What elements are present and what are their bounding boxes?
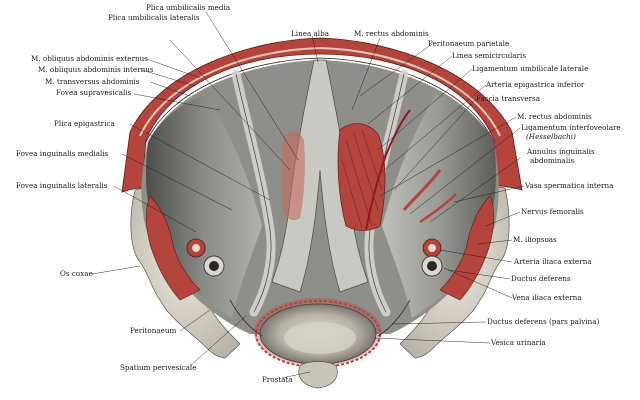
arteria-iliaca-externa-right-lumen — [428, 244, 436, 252]
label-spatium-perivesicale: Spatium perivesicale — [120, 363, 197, 372]
vesica-urinaria-lumen — [284, 322, 356, 354]
label-vasa-spermatica-interna: Vasa spermatica interna — [525, 181, 614, 190]
label-arteria-iliaca-externa: Arteria iliaca externa — [514, 257, 592, 266]
label-plica-umbilicalis-lateralis: Plica umbilicalis lateralis — [108, 13, 200, 22]
label-ligamentum-umbilicale-laterale: Ligamentum umbilicale laterale — [472, 64, 589, 73]
abdominal-wall-fascia — [139, 46, 501, 137]
plica-umbilicalis-lateralis-left-edge — [235, 73, 272, 313]
leader-lines — [91, 11, 525, 379]
peritonaeum-lower-right — [377, 299, 411, 337]
label-vena-iliaca-externa: Vena iliaca externa — [512, 293, 582, 302]
label-fovea-supravesicalis: Fovea supravesicalis — [56, 88, 132, 97]
label-peritonaeum-parietale: Peritonaeum parietale — [428, 39, 510, 48]
label-os-coxae: Os coxae — [60, 269, 93, 278]
label-ductus-deferens-pars-pelvina: Ductus deferens (pars palvina) — [487, 317, 600, 326]
label-nervus-femoralis: Nervus femoralis — [521, 207, 584, 216]
vasa-right-2 — [419, 193, 457, 224]
arteria-iliaca-externa-left-lumen — [192, 244, 200, 252]
label-vesica-urinaria: Vesica urinaria — [491, 338, 546, 347]
label-annulus-inguinalis-2: abdominalis — [530, 156, 575, 165]
label-fascia-transversa: Fascia transversa — [476, 94, 541, 103]
rectus-fibers — [341, 129, 383, 229]
label-plica-umbilicalis-media: Plica umbilicalis media — [146, 3, 231, 12]
peritonaeum-lower-left — [229, 299, 263, 337]
label-peritonaeum: Peritonaeum — [130, 326, 177, 335]
label-ligamentum-interfoveolare: Ligamentum interfoveolare — [521, 123, 621, 132]
label-arteria-epigastrica-inferior: Arteria epigastrica inferior — [486, 80, 585, 89]
m-iliopsoas-right — [439, 195, 495, 301]
label-fovea-inguinalis-lateralis: Fovea inguinalis lateralis — [16, 181, 108, 190]
label-m-iliopsoas: M. iliopsoas — [513, 235, 557, 244]
label-linea-semicircularis: Linea semicircularis — [452, 51, 527, 60]
label-m-rectus-abdominis-top: M. rectus abdominis — [354, 29, 429, 38]
vena-iliaca-externa-left-lumen — [209, 261, 219, 271]
prostata — [298, 361, 338, 389]
label-m-rectus-abdominis: M. rectus abdominis — [517, 112, 592, 121]
vasa-right — [402, 169, 442, 211]
label-plica-epigastrica: Plica epigastrica — [54, 119, 115, 128]
label-annulus-inguinalis-1: Annulus inguinalis — [527, 147, 595, 156]
window-rectus-left — [281, 131, 305, 221]
label-prostata: Prostata — [262, 375, 293, 384]
window-rectus-right — [337, 123, 386, 231]
label-linea-alba: Linea alba — [291, 29, 329, 38]
vena-iliaca-externa-right-lumen — [427, 261, 437, 271]
label-m-obliquus-externus: M. obliquus abdominis externus — [31, 54, 148, 63]
m-iliopsoas-left — [145, 195, 201, 301]
label-m-obliquus-internus: M. obliquus abdominis internus — [38, 65, 154, 74]
abdominal-wall-inner-line — [145, 57, 495, 143]
label-fovea-inguinalis-medialis: Fovea inguinalis medialis — [16, 149, 109, 158]
label-hesselbachi: (Hesselbachi) — [526, 132, 576, 141]
arteria-epigastrica — [365, 109, 411, 231]
label-m-transversus: M. transversus abdominis — [45, 77, 140, 86]
label-ductus-deferens: Ductus deferens — [511, 274, 571, 283]
